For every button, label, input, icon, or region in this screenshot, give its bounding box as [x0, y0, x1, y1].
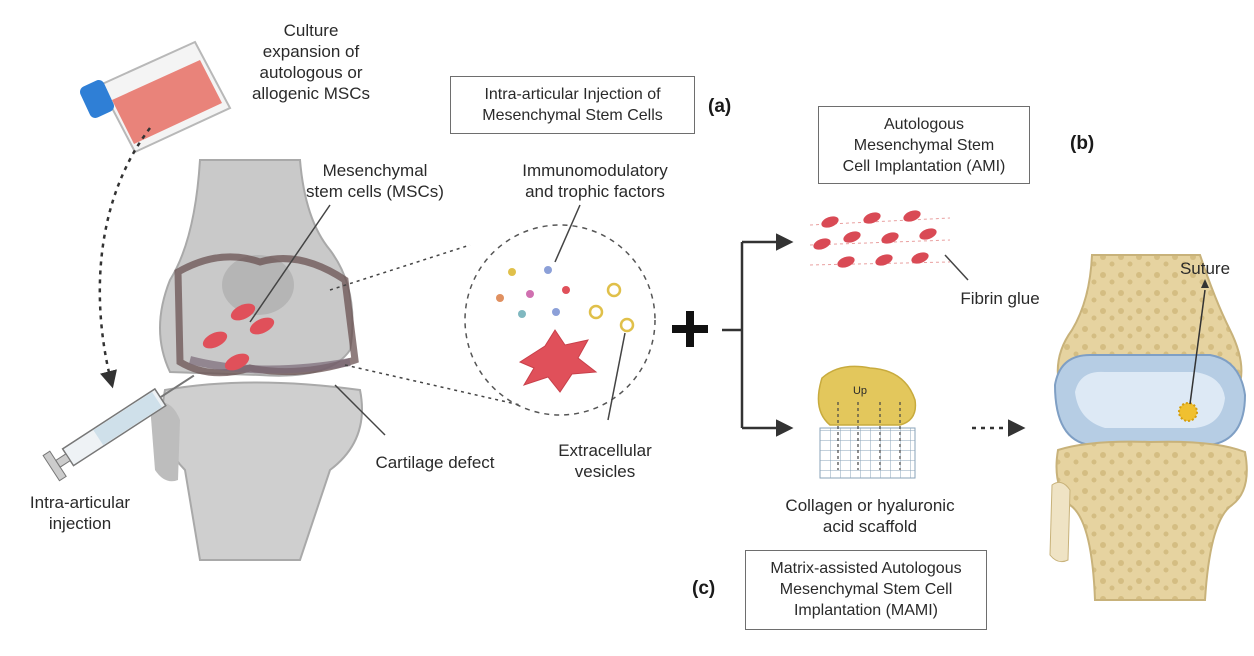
immuno-leader-line — [554, 204, 581, 263]
suture-label: Suture — [1179, 259, 1231, 278]
scaffold-mark-label: Up — [852, 385, 868, 397]
fibrin-leader-line — [944, 254, 969, 281]
tag-a: (a) — [708, 96, 732, 117]
suture-leader-line — [1189, 289, 1206, 405]
joint-cross-section — [1049, 254, 1248, 601]
vesicle-circles — [588, 282, 635, 333]
factor-dots — [496, 266, 570, 318]
zoom-line-top — [329, 244, 471, 291]
knee-joint-illustration — [150, 159, 363, 561]
method-b-box: Autologous Mesenchymal Stem Cell Implant… — [818, 106, 1030, 184]
branch-arrows — [722, 242, 744, 428]
defect-leader-line — [334, 384, 386, 436]
zoom-line-bottom — [344, 364, 521, 406]
immuno-label: Immunomodulatory and trophic factors — [522, 161, 668, 201]
fibrin-label: Fibrin glue — [960, 289, 1040, 308]
scaffold-illustration — [817, 365, 917, 479]
tag-b: (b) — [1070, 133, 1095, 154]
tag-c: (c) — [692, 578, 716, 599]
syringe-icon — [42, 374, 195, 482]
injection-label: Intra-articular injection — [29, 493, 131, 533]
suture-arrowhead — [1201, 279, 1209, 288]
method-a-box: Intra-articular Injection of Mesenchymal… — [450, 76, 695, 134]
culture-label: Culture expansion of autologous or allog… — [251, 21, 371, 103]
msc-leader-line — [249, 204, 331, 323]
vesicle-leader-line — [607, 332, 626, 421]
method-c-box: Matrix-assisted Autologous Mesenchymal S… — [745, 550, 987, 630]
zoom-circle — [464, 224, 656, 416]
knee-msc-cells — [202, 303, 275, 371]
culture-to-injection-arrow — [98, 127, 151, 389]
stem-cell-icon — [518, 329, 598, 393]
mscs-label: Mesenchymal stem cells (MSCs) — [306, 161, 444, 201]
scaffold-label: Collagen or hyaluronic acid scaffold — [785, 496, 955, 536]
plus-icon — [672, 311, 708, 347]
cartilage-defect-label: Cartilage defect — [375, 453, 495, 472]
fibrin-glue-cells — [809, 210, 951, 268]
extracellular-label: Extracellular vesicles — [558, 441, 652, 481]
culture-flask-icon — [80, 40, 232, 154]
